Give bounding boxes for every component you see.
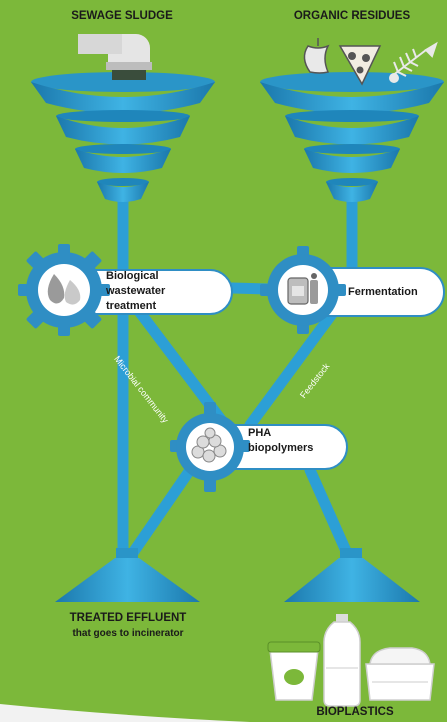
pha-biopolymers-label: PHA biopolymers bbox=[248, 427, 314, 454]
sewage-sludge-title: SEWAGE SLUDGE bbox=[71, 10, 173, 22]
fermentation-label: Fermentation bbox=[348, 286, 418, 298]
fermentation-node bbox=[260, 246, 446, 334]
bio-treatment-node bbox=[18, 244, 234, 336]
right-funnel bbox=[260, 72, 444, 202]
pha-left-pipe bbox=[122, 464, 196, 566]
bioplastic-container-icon bbox=[365, 647, 435, 701]
organic-residues-title: ORGANIC RESIDUES bbox=[293, 10, 411, 22]
apple-core-icon bbox=[303, 38, 330, 74]
bottom-wave bbox=[0, 704, 250, 722]
biological-treatment-label: Biological wastewater treatment bbox=[106, 270, 166, 312]
sewage-pipe-icon bbox=[78, 34, 152, 80]
feedstock-pipe bbox=[244, 304, 341, 431]
left-funnel bbox=[31, 72, 215, 202]
pizza-slice-icon bbox=[338, 45, 382, 86]
effluent-hopper bbox=[55, 548, 200, 602]
treated-effluent-subtitle: that goes to incinerator bbox=[72, 628, 184, 639]
bioplastic-cup-icon bbox=[267, 641, 321, 701]
fish-bone-icon bbox=[389, 41, 438, 83]
bioplastic-bottle-icon bbox=[323, 614, 361, 707]
bioplastics-hopper bbox=[284, 548, 420, 602]
treated-effluent-title: TREATED EFFLUENT bbox=[69, 612, 187, 624]
pha-right-pipe bbox=[304, 464, 356, 566]
bioplastics-title: BIOPLASTICS bbox=[316, 706, 394, 718]
pha-node bbox=[170, 402, 349, 492]
